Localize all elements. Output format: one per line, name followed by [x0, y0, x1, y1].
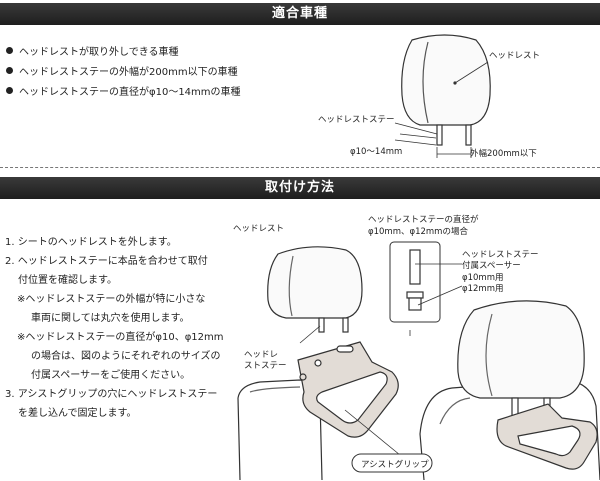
install-step-line: 付位置を確認します。: [18, 275, 117, 286]
spacer-10-label: φ10mm用: [462, 273, 504, 283]
install-step-line: ※ヘッドレストステーの直径がφ10、φ12mm: [17, 332, 224, 343]
stay-label: ヘッドレストステー: [318, 115, 395, 125]
install-stay-label-line2: ストステー: [244, 361, 287, 371]
section-header-install: 取付け方法: [0, 177, 600, 199]
install-headrest-label: ヘッドレスト: [233, 224, 285, 234]
bullet-item: ヘッドレストが取り外しできる車種: [6, 41, 241, 59]
bullet-dot-icon: [6, 86, 13, 94]
install-step-line: ※ヘッドレストステーの外幅が特に小さな: [17, 294, 206, 305]
width-label: 外幅200mm以下: [470, 149, 537, 159]
install-step-line: 付属スペーサーをご使用ください。: [31, 370, 191, 381]
spacer-inset-box: [389, 241, 441, 323]
headrest-label: ヘッドレスト: [489, 51, 541, 61]
headrest-stay-right: [465, 124, 472, 146]
install-step-line: 3. アシストグリップの穴にヘッドレストステー: [5, 389, 218, 400]
bullet-dot-icon: [6, 66, 13, 74]
grip-label-capsule: [351, 453, 433, 473]
compatible-bullet-list: ヘッドレストが取り外しできる車種 ヘッドレストステーの外幅が200mm以下の車種…: [6, 41, 241, 101]
headrest-right: [457, 300, 585, 399]
section-divider: [0, 167, 600, 168]
headrest-illustration: [401, 34, 491, 126]
spacer-label-line1: ヘッドレストステー: [462, 250, 539, 260]
section-header-compatible: 適合車種: [0, 3, 600, 25]
install-step-line: の場合は、図のようにそれぞれのサイズの: [31, 351, 221, 362]
headrest-stay-left: [436, 124, 443, 146]
install-stay-label-line1: ヘッドレ: [244, 350, 279, 360]
install-step-line: 2. ヘッドレストステーに本品を合わせて取付: [5, 256, 208, 267]
install-step-list: 1. シートのヘッドレストを外します。 2. ヘッドレストステーに本品を合わせて…: [5, 233, 224, 423]
bullet-dot-icon: [6, 46, 13, 54]
install-step-line: 1. シートのヘッドレストを外します。: [5, 237, 177, 248]
headrest-left: [267, 246, 363, 319]
diameter-note-line1: ヘッドレストステーの直径が: [368, 215, 479, 225]
install-step-line: を差し込んで固定します。: [18, 408, 137, 419]
install-step-line: 車両に関しては丸穴を使用します。: [31, 313, 190, 324]
diameter-note-line2: φ10mm、φ12mmの場合: [368, 227, 468, 237]
grip-label: アシストグリップ: [361, 460, 429, 470]
spacer-12-label: φ12mm用: [462, 284, 504, 294]
bullet-item: ヘッドレストステーの直径がφ10〜14mmの車種: [6, 81, 241, 99]
diameter-label: φ10〜14mm: [350, 147, 403, 157]
bullet-item: ヘッドレストステーの外幅が200mm以下の車種: [6, 61, 241, 79]
spacer-label-line2: 付属スペーサー: [462, 261, 521, 271]
